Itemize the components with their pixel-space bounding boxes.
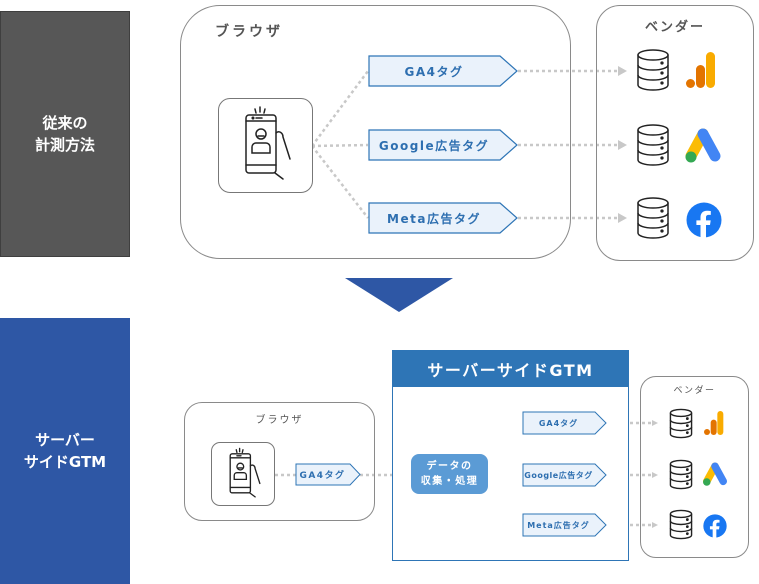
database-icon xyxy=(637,197,669,239)
browser-box-server-side: ブラウザ xyxy=(184,402,375,521)
tag-meta-ads[interactable]: Meta広告タグ xyxy=(368,202,518,234)
tag-ga4-browser-label: GA4タグ xyxy=(299,471,346,481)
smartphone-user-icon xyxy=(245,106,291,180)
database-icon xyxy=(637,124,669,166)
tag-ga4-server[interactable]: GA4タグ xyxy=(522,411,607,435)
tag-google-ads-server-label: Google広告タグ xyxy=(524,470,593,480)
facebook-logo-icon xyxy=(686,202,722,238)
tag-meta-ads-label: Meta広告タグ xyxy=(387,211,481,226)
database-icon xyxy=(637,49,669,91)
google-ads-logo-icon xyxy=(703,462,727,486)
tag-google-ads-server[interactable]: Google広告タグ xyxy=(522,463,607,487)
vendor-box-server-side: ベンダー xyxy=(640,376,749,558)
tag-ga4-label: GA4タグ xyxy=(404,64,464,79)
traditional-method-label: 従来の 計測方法 xyxy=(0,11,130,257)
server-side-gtm-title: サーバーサイドGTM xyxy=(393,351,628,387)
tag-ga4[interactable]: GA4タグ xyxy=(368,55,518,87)
google-ads-logo-icon xyxy=(685,128,721,163)
browser-title-bottom: ブラウザ xyxy=(255,415,304,426)
facebook-logo-icon xyxy=(703,514,727,538)
browser-box-traditional: ブラウザ xyxy=(180,5,571,259)
tag-ga4-server-label: GA4タグ xyxy=(538,418,579,428)
database-icon xyxy=(669,459,693,490)
tag-google-ads[interactable]: Google広告タグ xyxy=(368,129,518,161)
tag-google-ads-label: Google広告タグ xyxy=(378,138,490,153)
tag-meta-ads-server[interactable]: Meta広告タグ xyxy=(522,513,607,537)
database-icon xyxy=(669,408,693,439)
browser-title: ブラウザ xyxy=(215,24,283,40)
data-collection-processing-box[interactable]: データの 収集・処理 xyxy=(411,454,488,494)
google-analytics-logo-icon xyxy=(704,411,724,435)
vendor-title-bottom: ベンダー xyxy=(673,386,716,396)
vendor-title: ベンダー xyxy=(644,20,705,35)
smartphone-user-box-bottom xyxy=(211,442,275,506)
database-icon xyxy=(669,509,693,540)
tag-ga4-browser[interactable]: GA4タグ xyxy=(295,463,361,486)
server-side-gtm-label: サーバー サイドGTM xyxy=(0,318,130,584)
smartphone-user-icon xyxy=(229,447,261,498)
down-arrow-icon xyxy=(345,278,453,312)
google-analytics-logo-icon xyxy=(686,52,715,88)
smartphone-user-box xyxy=(218,98,313,193)
tag-meta-ads-server-label: Meta広告タグ xyxy=(527,520,590,530)
vendor-box-traditional: ベンダー xyxy=(596,5,754,261)
